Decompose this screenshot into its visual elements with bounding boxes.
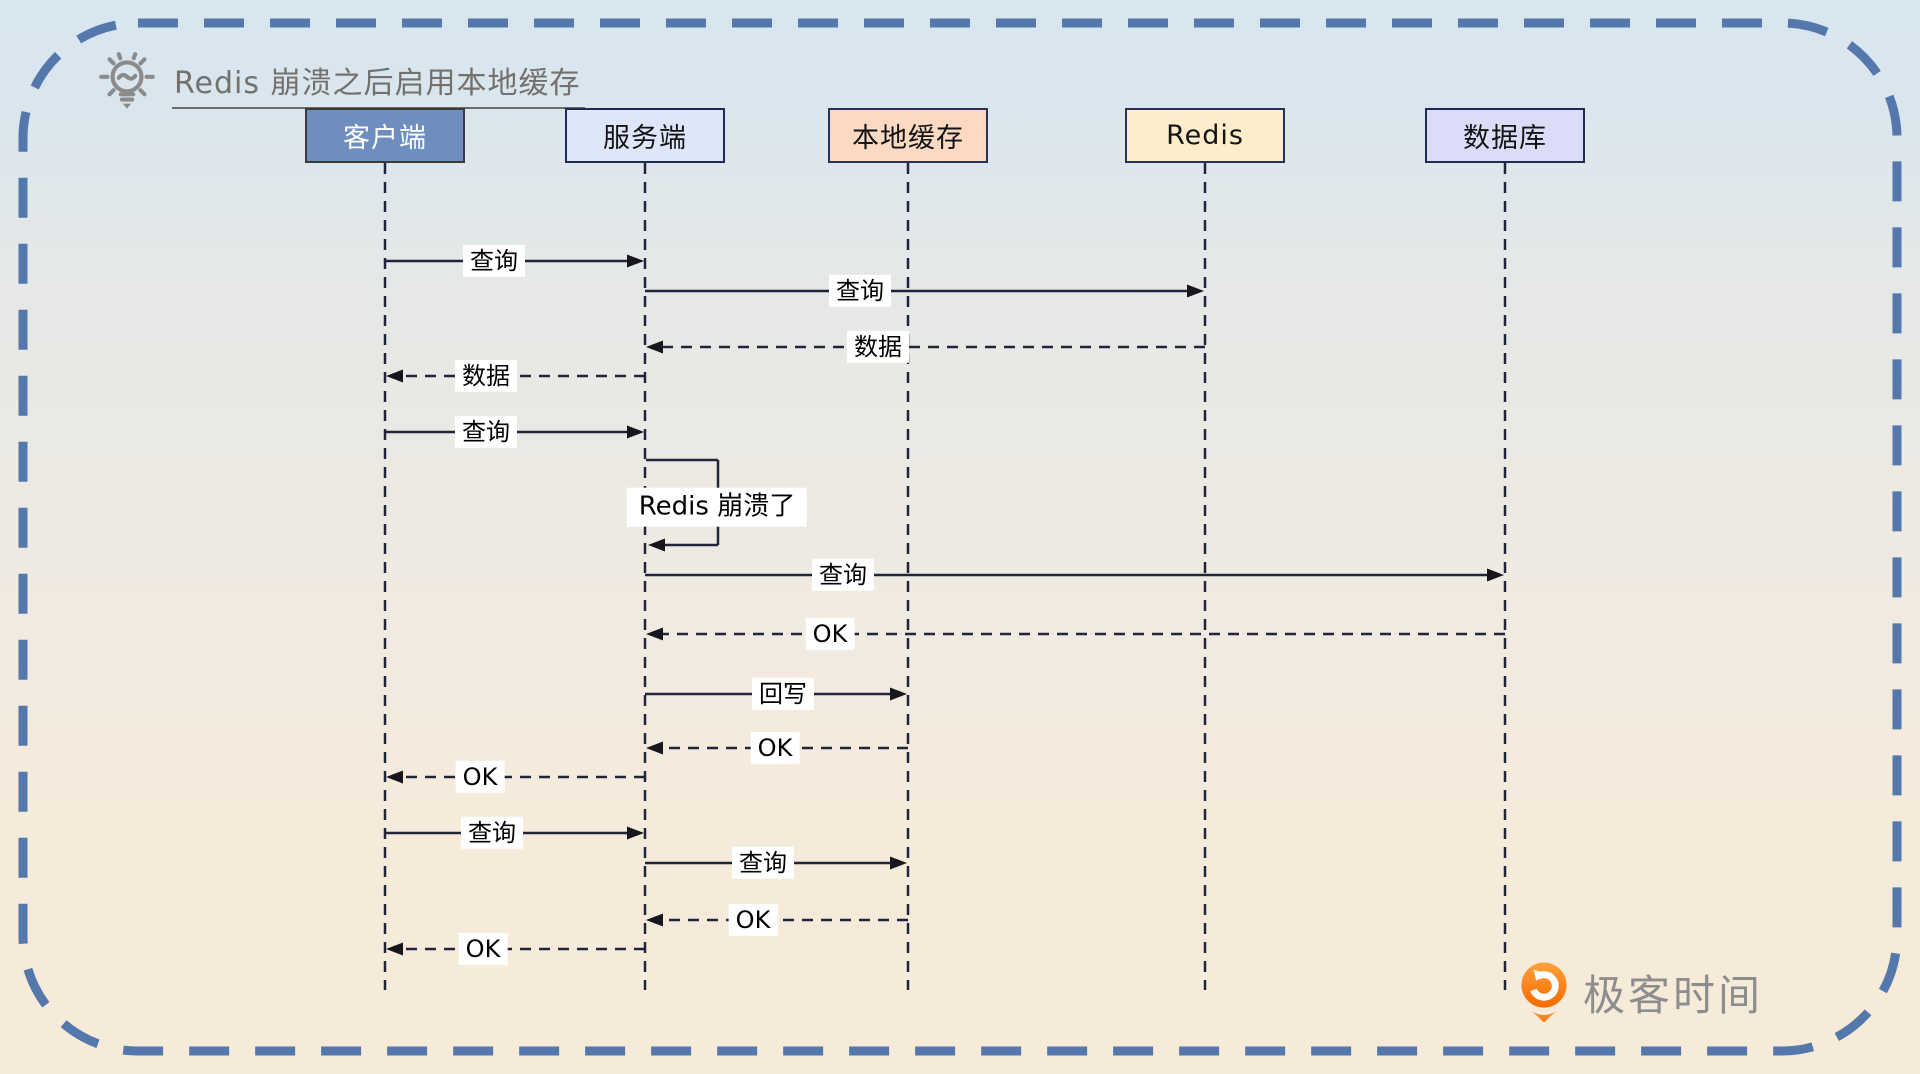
message-arrowhead-4 xyxy=(627,425,644,439)
participant-server: 服务端 xyxy=(565,108,725,163)
message-label-0: 查询 xyxy=(463,244,525,278)
message-label-3: 数据 xyxy=(455,359,517,393)
message-label-13: OK xyxy=(458,932,508,966)
message-arrowhead-1 xyxy=(1187,284,1204,298)
participant-database: 数据库 xyxy=(1425,108,1585,163)
message-label-9: OK xyxy=(455,760,505,794)
message-label-12: OK xyxy=(728,903,778,937)
geektime-logo-icon xyxy=(1521,962,1567,1023)
message-label-6: OK xyxy=(805,617,855,651)
message-arrowhead-11 xyxy=(890,856,907,870)
message-label-10: 查询 xyxy=(461,816,523,850)
page-title: Redis 崩溃之后启用本地缓存 xyxy=(172,58,585,109)
message-arrowhead-0 xyxy=(627,254,644,268)
title-row: Redis 崩溃之后启用本地缓存 xyxy=(96,50,585,116)
message-arrowhead-10 xyxy=(627,826,644,840)
message-arrowhead-7 xyxy=(890,687,907,701)
message-arrowhead-5 xyxy=(1487,568,1504,582)
message-label-11: 查询 xyxy=(732,846,794,880)
message-label-8: OK xyxy=(750,731,800,765)
self-message-label: Redis 崩溃了 xyxy=(626,487,808,527)
message-arrowhead-9 xyxy=(386,770,403,784)
brand-logo-text: 极客时间 xyxy=(1583,970,1764,1020)
message-arrowhead-6 xyxy=(646,627,663,641)
message-arrowhead-2 xyxy=(646,340,663,354)
message-label-7: 回写 xyxy=(752,677,814,711)
self-message-arrowhead xyxy=(648,538,665,552)
message-arrowhead-12 xyxy=(646,913,663,927)
message-label-2: 数据 xyxy=(847,330,909,364)
message-label-4: 查询 xyxy=(455,415,517,449)
lightbulb-icon xyxy=(99,52,155,109)
message-arrowhead-8 xyxy=(646,741,663,755)
participant-redis: Redis xyxy=(1125,108,1285,163)
message-arrowhead-3 xyxy=(386,369,403,383)
brand-logo: 极客时间 xyxy=(1518,960,1763,1024)
participant-client: 客户端 xyxy=(305,108,465,163)
participant-local_cache: 本地缓存 xyxy=(828,108,988,163)
message-arrowhead-13 xyxy=(386,942,403,956)
message-label-1: 查询 xyxy=(829,274,891,308)
message-label-5: 查询 xyxy=(812,558,874,592)
